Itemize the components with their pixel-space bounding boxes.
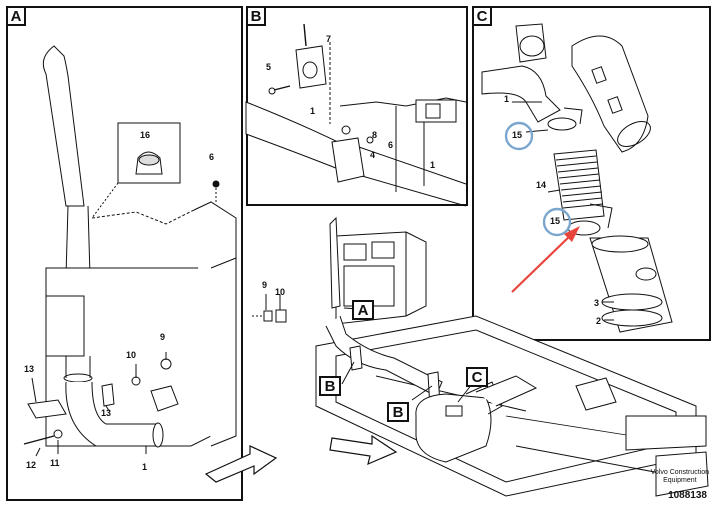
- label-c-15-upper: 15: [512, 130, 523, 140]
- panel-c-tag: C: [472, 6, 492, 26]
- label-a-10: 10: [126, 350, 137, 360]
- label-a-1: 1: [142, 462, 148, 472]
- overview-callout-a: A: [352, 300, 374, 320]
- label-a-16: 16: [140, 130, 151, 140]
- label-c-3: 3: [594, 298, 600, 308]
- label-b-4: 4: [370, 150, 376, 160]
- overview-machine-drawing: [315, 216, 709, 497]
- label-a-12: 12: [26, 460, 37, 470]
- outer-fasteners: [252, 294, 287, 323]
- label-a-9: 9: [160, 332, 166, 342]
- panel-c: C: [472, 6, 711, 341]
- overview-callout-c: C: [466, 367, 488, 387]
- panel-c-drawing: [481, 23, 673, 333]
- drawing-id: 1088138: [668, 490, 707, 501]
- panel-a-drawing: [23, 45, 278, 483]
- label-b-8: 8: [372, 130, 378, 140]
- label-a-11: 11: [50, 458, 60, 468]
- panel-a-tag: A: [6, 6, 26, 26]
- label-b-1-right: 1: [430, 160, 436, 170]
- label-b-7: 7: [326, 34, 332, 44]
- label-a-9-outer: 9: [262, 280, 268, 290]
- label-c-1: 1: [504, 94, 510, 104]
- label-c-14: 14: [536, 180, 547, 190]
- label-b-5: 5: [266, 62, 272, 72]
- label-a-13-left: 13: [24, 364, 35, 374]
- panel-a: A: [6, 6, 278, 501]
- brand-line-2: Equipment: [663, 477, 697, 484]
- panel-b-tag: B: [246, 6, 266, 26]
- panel-b-drawing: [245, 23, 467, 207]
- label-a-13-right: 13: [101, 408, 112, 418]
- overview-callout-b-left: B: [319, 376, 341, 396]
- panel-b: B 7 5 1 8 6 4 1: [245, 6, 468, 207]
- label-c-15-lower: 15: [550, 216, 561, 226]
- label-a-6: 6: [209, 152, 215, 162]
- label-b-6: 6: [388, 140, 394, 150]
- overview-callout-b-center: B: [387, 402, 409, 422]
- label-c-2: 2: [596, 316, 602, 326]
- label-b-1-left: 1: [310, 106, 316, 116]
- label-a-10-outer: 10: [275, 287, 286, 297]
- brand-line-1: Volvo Construction: [650, 469, 709, 476]
- brand-text: Volvo Construction Equipment: [651, 469, 709, 485]
